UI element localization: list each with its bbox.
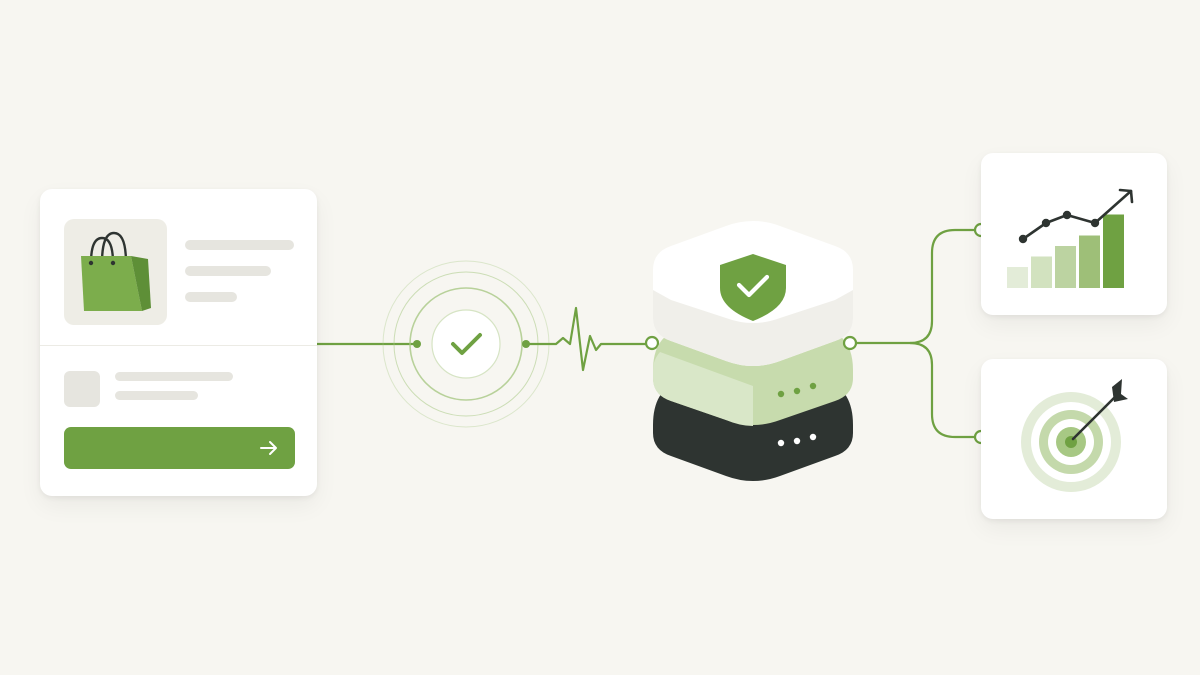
growth-trend-point	[1041, 218, 1051, 228]
growth-bar	[1103, 214, 1124, 288]
pulse-icon	[526, 306, 652, 372]
product-checkout-card	[40, 189, 317, 496]
product-price-placeholder	[185, 292, 237, 302]
checkmark-icon	[451, 333, 482, 355]
target-icon	[1021, 379, 1128, 492]
connector-node-check-left	[413, 340, 421, 348]
arrow-right-icon	[260, 441, 277, 455]
verification-badge	[382, 260, 550, 428]
product-subtitle-placeholder	[185, 266, 271, 276]
connector-node-server-out	[842, 335, 858, 351]
growth-bar	[1007, 267, 1028, 288]
product-thumbnail	[64, 219, 167, 325]
card-divider	[40, 345, 317, 346]
growth-bar	[1055, 246, 1076, 288]
connector-branch-up	[856, 228, 975, 345]
growth-trend-point	[1018, 234, 1028, 244]
shield-check-icon	[720, 254, 786, 321]
option-label-placeholder	[115, 372, 233, 381]
growth-bar	[1079, 235, 1100, 288]
growth-trend-point	[1062, 210, 1072, 220]
secure-server-stack	[653, 221, 853, 481]
connector-node-server-in	[644, 335, 660, 351]
product-title-placeholder	[185, 240, 294, 250]
growth-bar	[1031, 256, 1052, 288]
option-detail-placeholder	[115, 391, 198, 400]
checkout-button[interactable]	[64, 427, 295, 469]
connector-branch-down	[909, 341, 975, 439]
shopping-bag-icon	[81, 231, 151, 311]
growth-trend-point	[1090, 218, 1100, 228]
goal-outcome-card	[981, 359, 1167, 519]
growth-trend-arrowhead	[1118, 188, 1134, 204]
growth-outcome-card	[981, 153, 1167, 315]
option-checkbox[interactable]	[64, 371, 100, 407]
growth-chart-icon	[1007, 188, 1134, 288]
